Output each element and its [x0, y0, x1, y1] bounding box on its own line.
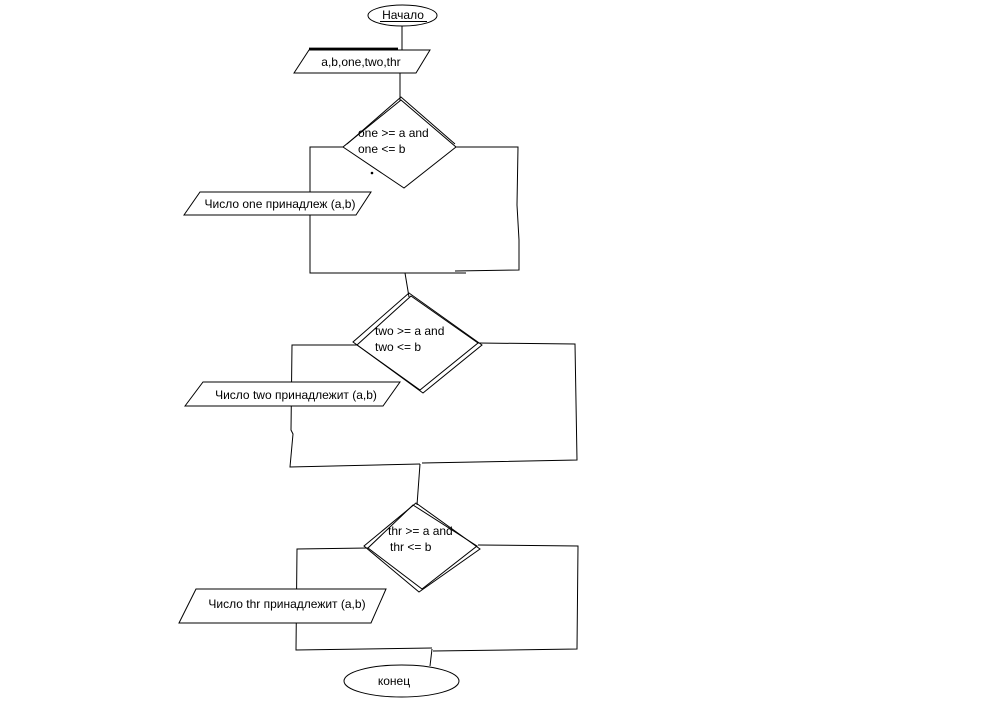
output-thr-label: Число thr принадлежит (a,b)	[208, 597, 365, 611]
output-two-label: Число two принадлежит (a,b)	[215, 388, 377, 402]
output-thr-parallelogram: Число thr принадлежит (a,b)	[178, 588, 387, 624]
start-oval	[367, 4, 438, 27]
decision-one-diamond: one >= a and one <= b	[342, 96, 457, 189]
decision-thr-diamond: thr >= a and thr <= b	[363, 502, 481, 593]
output-two-shape	[184, 381, 401, 407]
decision-two-double-stroke	[352, 292, 483, 394]
input-parallelogram: a,b,one,two,thr	[293, 47, 431, 74]
decision-one-double-stroke	[346, 96, 456, 145]
connector-merge-two-to-decision-thr	[416, 463, 421, 506]
end-terminator: конец	[343, 664, 460, 698]
connector-decision-two-right-branch	[421, 342, 578, 464]
output-one-parallelogram: Число one принадлеж (a,b)	[183, 191, 372, 216]
end-oval	[343, 664, 460, 698]
decision-thr-label-line2: thr <= b	[390, 540, 432, 554]
decision-one-label-line1: one >= a and	[358, 126, 429, 140]
input-shape	[293, 49, 431, 74]
output-two-parallelogram: Число two принадлежит (a,b)	[184, 381, 401, 407]
end-label: конец	[378, 674, 410, 688]
stray-dot	[370, 171, 374, 175]
output-thr-shape	[178, 588, 387, 624]
start-terminator: Начало	[367, 4, 438, 27]
connector-decision-one-right-branch	[454, 146, 520, 272]
decision-two-label-line1: two >= a and	[375, 324, 444, 338]
decision-two-diamond: two >= a and two <= b	[352, 292, 483, 394]
decision-thr-shape	[367, 504, 478, 590]
connector-decision-thr-right-branch	[432, 544, 579, 652]
decision-thr-label-line1: thr >= a and	[388, 524, 453, 538]
decision-one-shape	[342, 99, 457, 189]
decision-thr-double-stroke	[363, 502, 481, 593]
connector-decision-two-left-branch	[289, 344, 421, 468]
input-label: a,b,one,two,thr	[321, 55, 400, 69]
decision-two-label-line2: two <= b	[375, 340, 421, 354]
output-one-label: Число one принадлеж (a,b)	[205, 197, 356, 211]
decision-one-label-line2: one <= b	[358, 142, 406, 156]
connector-merge-thr-to-end	[429, 648, 433, 667]
start-label: Начало	[382, 8, 424, 22]
output-one-shape	[183, 191, 372, 216]
